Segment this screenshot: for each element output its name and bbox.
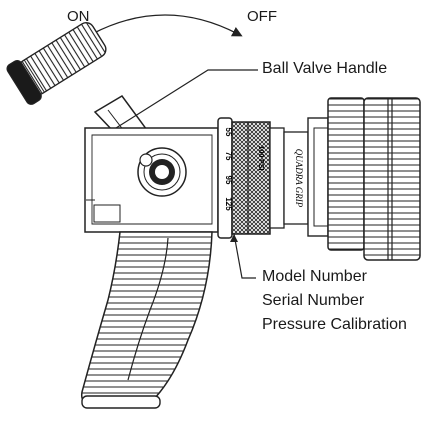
collar-leader-line (233, 233, 256, 279)
handle-leader-line (115, 69, 258, 129)
model-number-label: Model Number (262, 268, 367, 285)
scale-number-75: 75 (224, 152, 233, 161)
pressure-mark-100psi: 100 PSI (257, 146, 264, 171)
pressure-collar (217, 117, 309, 239)
on-label: ON (67, 8, 90, 25)
pressure-calibration-label: Pressure Calibration (262, 316, 407, 333)
ball-valve-handle-label: Ball Valve Handle (262, 60, 388, 77)
serial-number-label: Serial Number (262, 292, 365, 309)
nozzle-tip (307, 97, 421, 261)
handle-pivot (137, 147, 187, 197)
off-label: OFF (247, 8, 277, 25)
scale-number-95: 95 (224, 176, 233, 185)
handle-grip (6, 22, 107, 105)
brand-text: QUADRA GRIP (294, 149, 304, 208)
rotation-arrow (84, 14, 243, 42)
scale-number-55: 55 (224, 128, 233, 137)
scale-number-125: 125 (224, 197, 233, 211)
